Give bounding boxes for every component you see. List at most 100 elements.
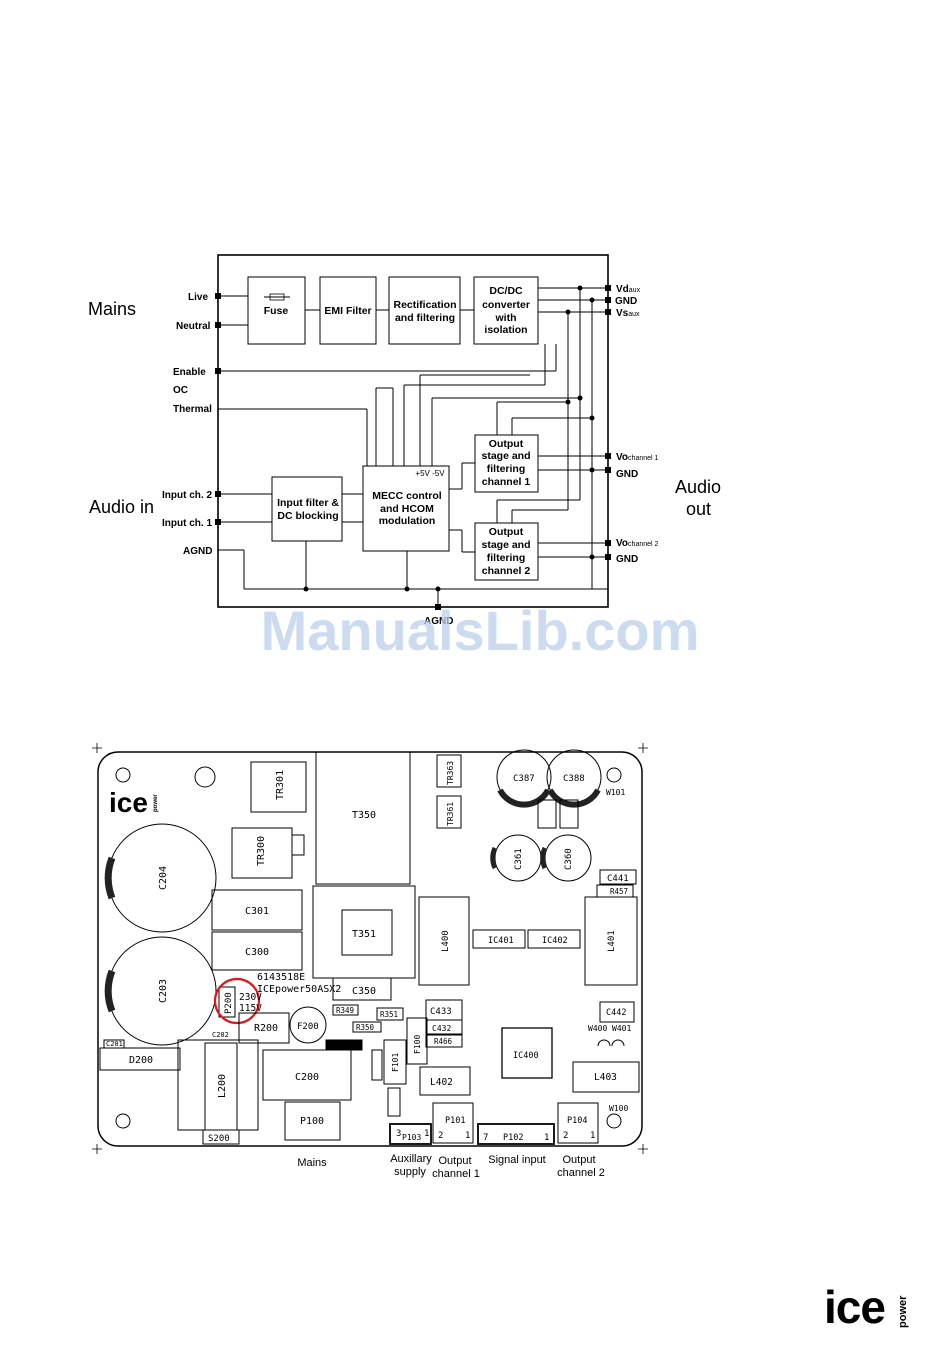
pin-gnd-aux: GND: [615, 296, 637, 307]
label-r457: R457: [610, 887, 628, 896]
input-filter-text-2: DC blocking: [277, 510, 338, 522]
label-t351: T351: [352, 929, 376, 940]
pin-p102-b: 1: [544, 1133, 549, 1143]
label-f100: F100: [413, 1035, 422, 1054]
caption-out2-2: channel 2: [557, 1167, 605, 1179]
rect-text-2: and filtering: [395, 312, 455, 324]
label-tr363: TR363: [446, 761, 455, 785]
label-r466: R466: [434, 1037, 453, 1046]
out2-text-4: channel 2: [482, 565, 531, 577]
out1-text-2: stage and: [481, 450, 530, 462]
label-c361: C361: [514, 848, 524, 870]
diagram-frame: [217, 254, 609, 608]
watermark: ManualsLib.com: [261, 599, 700, 662]
label-l401: L401: [607, 930, 617, 952]
label-d200: D200: [129, 1055, 153, 1066]
label-w400: W400: [588, 1024, 607, 1033]
rect-text-1: Rectification: [393, 299, 456, 311]
label-r200: R200: [254, 1023, 278, 1034]
pin-p101-a: 2: [438, 1131, 443, 1141]
audio-out-label-2: out: [686, 499, 711, 519]
pin-agnd-bottom: AGND: [424, 616, 453, 627]
label-s200: S200: [208, 1134, 230, 1144]
mecc-text-3: modulation: [379, 515, 436, 527]
label-p104: P104: [567, 1116, 587, 1126]
label-c202: C202: [212, 1031, 229, 1039]
label-l400: L400: [441, 930, 451, 952]
label-c441: C441: [607, 874, 629, 884]
label-r349: R349: [336, 1006, 354, 1015]
pin-p104-b: 1: [590, 1131, 595, 1141]
label-c388: C388: [563, 774, 585, 784]
emi-text: EMI Filter: [324, 305, 371, 317]
pin-agnd: AGND: [183, 546, 212, 557]
pin-vdaux: Vdaux: [616, 284, 641, 295]
pcb-part-number: 6143518E: [257, 972, 305, 983]
pin-markers: [215, 285, 611, 610]
pin-input-ch1: Input ch. 1: [162, 518, 212, 529]
label-tr361: TR361: [446, 802, 455, 826]
mecc-block: [362, 465, 450, 552]
label-c387: C387: [513, 774, 535, 784]
label-tr300: TR300: [256, 836, 267, 866]
input-filter-block: [271, 476, 343, 542]
pin-thermal: Thermal: [173, 404, 212, 415]
pin-vo-ch1: Vochannel 1: [616, 452, 659, 463]
footer-logo-text: ice: [824, 1281, 885, 1333]
pcb-logo-sub: power: [153, 794, 159, 812]
caption-signal-input: Signal input: [488, 1154, 546, 1166]
caption-aux-1: Auxillary: [390, 1153, 432, 1165]
dcdc-text-2: converter: [482, 299, 530, 311]
pin-vo-ch2: Vochannel 2: [616, 538, 659, 549]
label-c360: C360: [564, 848, 574, 870]
pin-live: Live: [188, 292, 208, 303]
label-p102: P102: [503, 1133, 523, 1143]
label-tr301: TR301: [275, 770, 286, 800]
label-c442: C442: [606, 1008, 626, 1018]
pcb-model: ICEpower50ASX2: [257, 984, 341, 995]
label-c204: C204: [158, 866, 169, 890]
pin-input-ch2: Input ch. 2: [162, 490, 212, 501]
dcdc-text-3: with: [495, 312, 517, 324]
block-diagram: [217, 254, 609, 608]
label-c300: C300: [245, 947, 269, 958]
pin-p101-b: 1: [465, 1131, 470, 1141]
pin-gnd-ch2: GND: [616, 554, 638, 565]
label-w100: W100: [609, 1104, 628, 1113]
mecc-supply-text: +5V -5V: [415, 469, 445, 478]
out1-text-1: Output: [489, 438, 524, 450]
label-ic401: IC401: [488, 936, 514, 946]
label-r350: R350: [356, 1023, 375, 1032]
pcb-logo-text: ice: [109, 787, 148, 818]
audio-out-label-1: Audio: [675, 477, 721, 497]
caption-out1-1: Output: [438, 1155, 471, 1167]
label-r351: R351: [380, 1010, 398, 1019]
out1-text-3: filtering: [487, 463, 526, 475]
label-p101: P101: [445, 1116, 465, 1126]
pin-enable: Enable: [173, 367, 206, 378]
label-w101: W101: [606, 788, 625, 797]
label-f200: F200: [297, 1022, 319, 1032]
mecc-text-2: and HCOM: [380, 503, 434, 515]
mecc-text-1: MECC control: [372, 490, 441, 502]
caption-out2-1: Output: [562, 1154, 595, 1166]
input-filter-text-1: Input filter &: [277, 497, 339, 509]
pin-oc: OC: [173, 385, 188, 396]
pin-neutral: Neutral: [176, 321, 211, 332]
label-p200: P200: [224, 992, 234, 1014]
out1-text-4: channel 1: [482, 476, 531, 488]
pin-p103-a: 3: [396, 1129, 401, 1139]
label-t350: T350: [352, 810, 376, 821]
pin-p104-a: 2: [563, 1131, 568, 1141]
pin-gnd-ch1: GND: [616, 469, 638, 480]
label-c203: C203: [158, 979, 169, 1003]
fuse-text: Fuse: [264, 305, 289, 317]
dcdc-text-4: isolation: [484, 324, 527, 336]
label-p100: P100: [300, 1116, 324, 1127]
label-f101: F101: [391, 1053, 400, 1072]
label-l402: L402: [430, 1077, 453, 1088]
audio-in-label: Audio in: [89, 497, 154, 517]
label-c301: C301: [245, 906, 269, 917]
caption-aux-2: supply: [394, 1166, 426, 1178]
